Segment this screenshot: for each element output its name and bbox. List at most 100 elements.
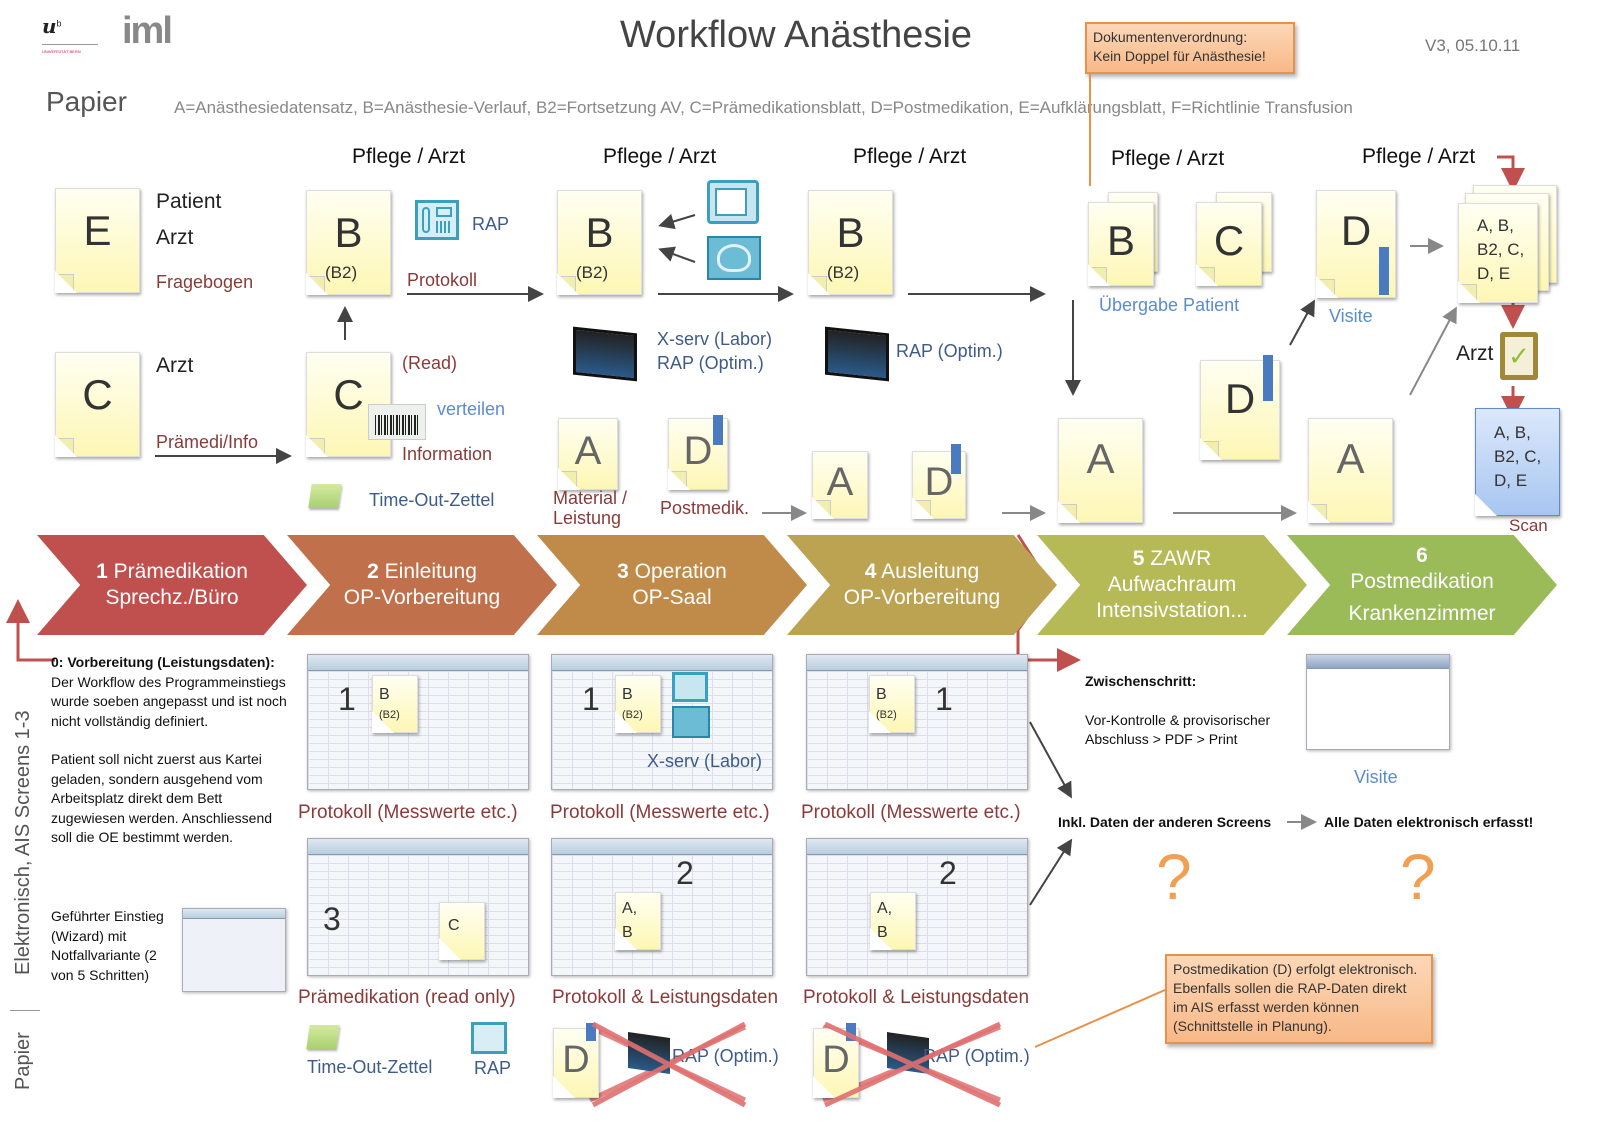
ais-screen-protokoll: 1 (307, 654, 529, 790)
document-stack: A, B, B2, C, D, E (1458, 203, 1538, 303)
document-b: B (B2) (306, 190, 391, 295)
phase-6-chevron: 6 Postmedikation Krankenzimmer (1287, 535, 1557, 635)
doc-marker (1263, 355, 1273, 401)
screen-number: 1 (338, 681, 356, 717)
barcode-icon (368, 404, 426, 440)
screenshot-header (807, 655, 1027, 671)
logo-ub-sup: b (56, 18, 62, 29)
screen-number: 1 (935, 681, 953, 717)
phase-number: 6 (1416, 544, 1428, 567)
label-arzt: Arzt (1456, 342, 1494, 365)
overlay-doc-c: C (439, 902, 485, 960)
role-label: Pflege / Arzt (1111, 147, 1225, 170)
label-timeout: Time-Out-Zettel (307, 1057, 433, 1077)
computer-icon (825, 326, 889, 382)
scanned-document: A, B, B2, C, D, E (1475, 408, 1560, 516)
document-d: D (1316, 190, 1396, 298)
overlay-doc-b: B (B2) (372, 675, 418, 733)
label-timeout: Time-Out-Zettel (369, 490, 495, 510)
phase-line1: Operation (634, 560, 727, 583)
doc-corner (913, 500, 931, 518)
doc-corner (1459, 284, 1477, 302)
screenshot-header (308, 839, 528, 855)
doc-letter: B (585, 209, 614, 256)
phase-line2: Aufwachraum (1107, 573, 1237, 596)
label-verteilen: verteilen (437, 399, 506, 419)
doc-letter: B (1106, 217, 1135, 264)
label-arzt: Arzt (156, 354, 194, 377)
doc-corner (1197, 267, 1215, 285)
label-patient: Patient (156, 190, 222, 213)
prep-text: Der Workflow des Programmeinstiegs wurde… (51, 673, 287, 729)
screen-caption: Protokoll & Leistungsdaten (552, 987, 779, 1008)
doc-letter: A, B (622, 900, 638, 941)
phase-line1: Einleitung (384, 560, 477, 583)
page-title: Workflow Anästhesie (620, 14, 973, 56)
doc-letter: B (836, 209, 865, 256)
document-c: C (1196, 202, 1262, 286)
doc-corner (558, 276, 576, 294)
screen-caption: Protokoll (Messwerte etc.) (550, 802, 770, 823)
anesthesia-mask-icon (707, 236, 761, 280)
doc-letter: A (826, 460, 854, 504)
monitor-icon (707, 180, 759, 224)
phase-line1: ZAWR (1150, 547, 1212, 570)
stack-label: A, B, B2, C, D, E (1477, 216, 1525, 283)
phase-1-chevron: 1 Prämedikation Sprechz./Büro (37, 535, 307, 635)
doc-corner (559, 471, 577, 489)
ais-screen-leistungsdaten: 2 (551, 838, 773, 976)
phase-2-chevron: 2 Einleitung OP-Vorbereitung (287, 535, 557, 635)
phase-5-chevron: 5 ZAWR Aufwachraum Intensivstation... (1037, 535, 1307, 635)
phase-line2: OP-Saal (632, 586, 712, 609)
label-rap: RAP (472, 214, 510, 234)
phase-number: 5 (1132, 547, 1145, 570)
role-label: Pflege / Arzt (1362, 145, 1476, 168)
document-a: A (812, 451, 868, 519)
doc-corner (307, 276, 325, 294)
crossed-document-d: D (553, 1023, 599, 1098)
label-protokoll: Protokoll (407, 270, 478, 290)
role-label: Pflege / Arzt (853, 145, 967, 168)
label-information: Information (402, 444, 493, 464)
callout-postmed-note: Postmedikation (D) erfolgt elektronisch.… (1165, 954, 1433, 1044)
section-paper-heading: Papier (46, 86, 127, 117)
document-b: B (1088, 202, 1154, 286)
callout2-connector (1034, 989, 1166, 1048)
document-legend: A=Anästhesiedatensatz, B=Anästhesie-Verl… (174, 98, 1353, 117)
role-label: Pflege / Arzt (352, 145, 466, 168)
visite-screenshot (1306, 654, 1450, 750)
label-xserv: X-serv (Labor) (657, 329, 773, 349)
phase-line2: Krankenzimmer (1348, 602, 1496, 625)
zwischenschritt-text: Vor-Kontrolle & provisorischer Abschluss… (1085, 711, 1271, 748)
ais-screen-protokoll: 1 X-serv (Labor) (551, 654, 773, 790)
overlay-doc-ab: A, B (615, 892, 661, 950)
screenshot-header (183, 909, 285, 919)
role-label: Pflege / Arzt (603, 145, 717, 168)
label-arzt: Arzt (156, 226, 194, 249)
phase-line1: Prämedikation (113, 560, 248, 583)
scan-doc-label: A, B, B2, C, D, E (1494, 423, 1542, 490)
doc-letter: C (82, 371, 113, 418)
ais-screen-leistungsdaten: 2 (806, 838, 1028, 976)
doc-letter: D (1340, 207, 1372, 254)
ais-screen-praemedikation: 3 (307, 838, 529, 976)
overlay-doc-b: B (B2) (615, 675, 661, 733)
doc-corner (1059, 504, 1077, 522)
label-fragebogen: Fragebogen (156, 272, 254, 292)
label-visite: Visite (1329, 306, 1373, 326)
screen-caption: Prämedikation (read only) (298, 987, 516, 1008)
university-bern-logo: ub UNIVERSITÄT BERN (42, 14, 102, 64)
phase-number: 2 (367, 560, 379, 583)
doc-sub: (B2) (622, 709, 643, 721)
label-inkl-daten: Inkl. Daten der anderen Screens (1058, 814, 1272, 830)
doc-corner (56, 274, 74, 292)
rap-device-icon (471, 1022, 507, 1054)
doc-sub: (B2) (576, 263, 609, 282)
wizard-description: Geführter Einstieg (Wizard) mit Notfallv… (51, 908, 164, 983)
doc-letter: C (333, 371, 364, 418)
wizard-screenshot (182, 908, 286, 992)
computer-icon (573, 326, 637, 382)
sticky-note-icon (306, 1025, 340, 1049)
doc-marker (1379, 247, 1389, 295)
screenshot-header (308, 655, 528, 671)
